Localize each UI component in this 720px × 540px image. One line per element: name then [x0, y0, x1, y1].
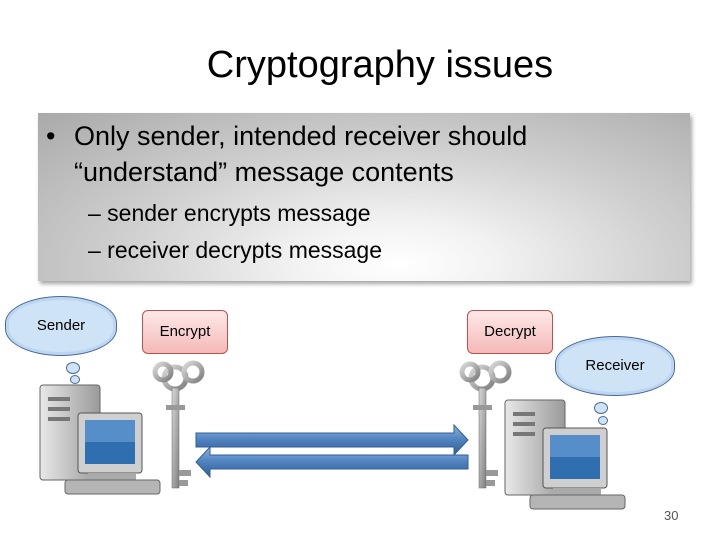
sender-label: Sender [36, 317, 86, 334]
decrypt-box: Decrypt [467, 310, 553, 354]
receiver-label: Receiver [585, 357, 645, 374]
slide-title: Cryptography issues [206, 44, 554, 86]
thought-bubble [594, 402, 608, 414]
page-number: 30 [664, 508, 679, 523]
receiver-thought-cloud: Receiver [555, 336, 675, 396]
sub-bullet-decrypt: – receiver decrypts message [88, 237, 383, 263]
arrow-to-sender [195, 445, 469, 479]
decrypt-key-icon [459, 360, 512, 489]
thought-bubble [70, 375, 80, 384]
bullet-text: Only sender, intended receiver should “u… [74, 121, 528, 187]
arrow-to-receiver [195, 423, 469, 457]
sender-thought-cloud: Sender [5, 296, 117, 356]
thought-bubble [598, 416, 608, 425]
encrypt-key-icon [152, 360, 205, 489]
receiver-computer-icon [504, 399, 626, 510]
encrypt-box: Encrypt [142, 310, 228, 354]
content-panel [38, 113, 690, 281]
sub-bullet-encrypt: – sender encrypts message [88, 200, 371, 226]
bullet-symbol: • [46, 121, 56, 151]
thought-bubble [66, 362, 80, 374]
sender-computer-icon [39, 384, 161, 495]
